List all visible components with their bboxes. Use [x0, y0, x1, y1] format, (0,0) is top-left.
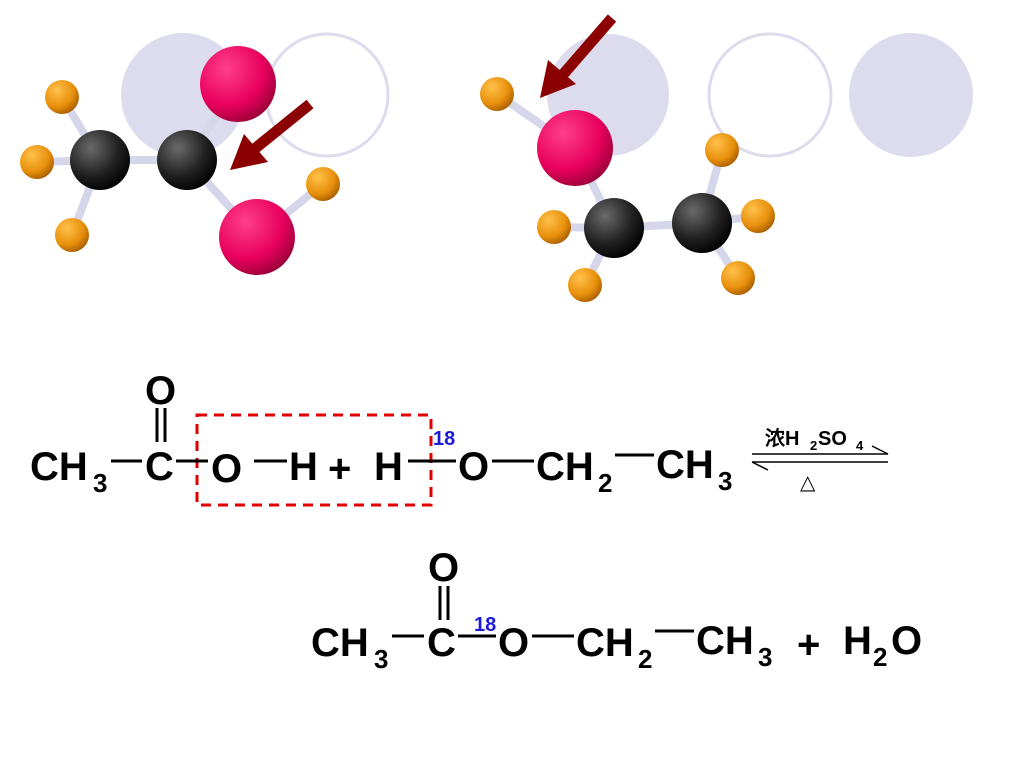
alcohol-hydroxyl-hydrogen: H [374, 445, 403, 489]
heat-symbol: △ [800, 472, 816, 494]
alcohol-methyl-sub: 3 [718, 466, 732, 496]
ester-methyl-sub: 3 [374, 644, 388, 674]
ethanol-hydrogen-atom [705, 133, 739, 167]
plus-sign: + [328, 447, 351, 491]
ester-oxygen: O [498, 621, 529, 665]
acid-carbonyl-carbon: C [145, 445, 174, 489]
decor-circle-5 [849, 33, 973, 157]
acid-hydroxyl-hydrogen: H [289, 445, 318, 489]
acid-hydroxyl-oxygen-atom [219, 199, 295, 275]
acid-hydroxyl-hydrogen-atom [306, 167, 340, 201]
alcohol-methylene-sub: 2 [598, 468, 612, 498]
ethanol-model [480, 14, 775, 302]
alcohol-methylene-ch: CH [536, 445, 594, 489]
alcohol-oxygen: O [458, 445, 489, 489]
ester-methylene-ch: CH [576, 621, 634, 665]
water-oxygen: O [891, 619, 922, 663]
acid-carbonyl-oxygen: O [145, 369, 176, 413]
ester-carbonyl-oxygen: O [428, 546, 459, 590]
ethanol-hydrogen-atom [537, 210, 571, 244]
decor-circle-4 [707, 32, 833, 158]
acid-hydroxyl-oxygen: O [211, 447, 242, 491]
ester-methyl2-ch: CH [696, 619, 754, 663]
catalyst-sub-1: 2 [810, 438, 817, 453]
ethanol-pointer-arrow [540, 14, 617, 98]
acid-carbon-atom [70, 130, 130, 190]
acid-hydrogen-atom [45, 80, 79, 114]
acid-carbon-atom [157, 130, 217, 190]
catalyst-mid: SO [818, 428, 847, 450]
plus-sign: + [797, 623, 820, 667]
acid-pointer-arrow [230, 99, 314, 170]
isotope-label: 18 [474, 614, 496, 636]
ester-methylene-sub: 2 [638, 644, 652, 674]
decor-circle-2 [264, 32, 390, 158]
acid-carbonyl-oxygen-atom [200, 46, 276, 122]
ester-carbonyl-carbon: C [427, 621, 456, 665]
ethanol-hydrogen-atom [568, 268, 602, 302]
catalyst-sub-2: 4 [856, 438, 864, 453]
water-hydrogen: H [843, 619, 872, 663]
ethanol-oxygen-atom [537, 110, 613, 186]
acetic-acid-model [20, 46, 340, 275]
reaction-equation: CH 3 C O O H + H 18 O CH 2 CH 3 浓H 2 SO … [30, 369, 922, 674]
alcohol-methyl-ch: CH [656, 443, 714, 487]
ester-methyl-ch: CH [311, 621, 369, 665]
ethanol-carbon-atom [584, 198, 644, 258]
isotope-label: 18 [433, 428, 455, 450]
ethanol-carbon-atom [672, 193, 732, 253]
ethanol-hydrogen-atom [741, 199, 775, 233]
catalyst-prefix: 浓H [765, 427, 799, 450]
acid-hydrogen-atom [55, 218, 89, 252]
reversible-arrow: 浓H 2 SO 4 △ [751, 427, 889, 494]
ethanol-hydrogen-atom [721, 261, 755, 295]
acid-methyl-sub: 3 [93, 468, 107, 498]
water-hydrogen-sub: 2 [873, 642, 887, 672]
ester-methyl2-sub: 3 [758, 642, 772, 672]
acid-methyl-ch: CH [30, 445, 88, 489]
acid-hydrogen-atom [20, 145, 54, 179]
ethanol-hydroxyl-hydrogen-atom [480, 77, 514, 111]
